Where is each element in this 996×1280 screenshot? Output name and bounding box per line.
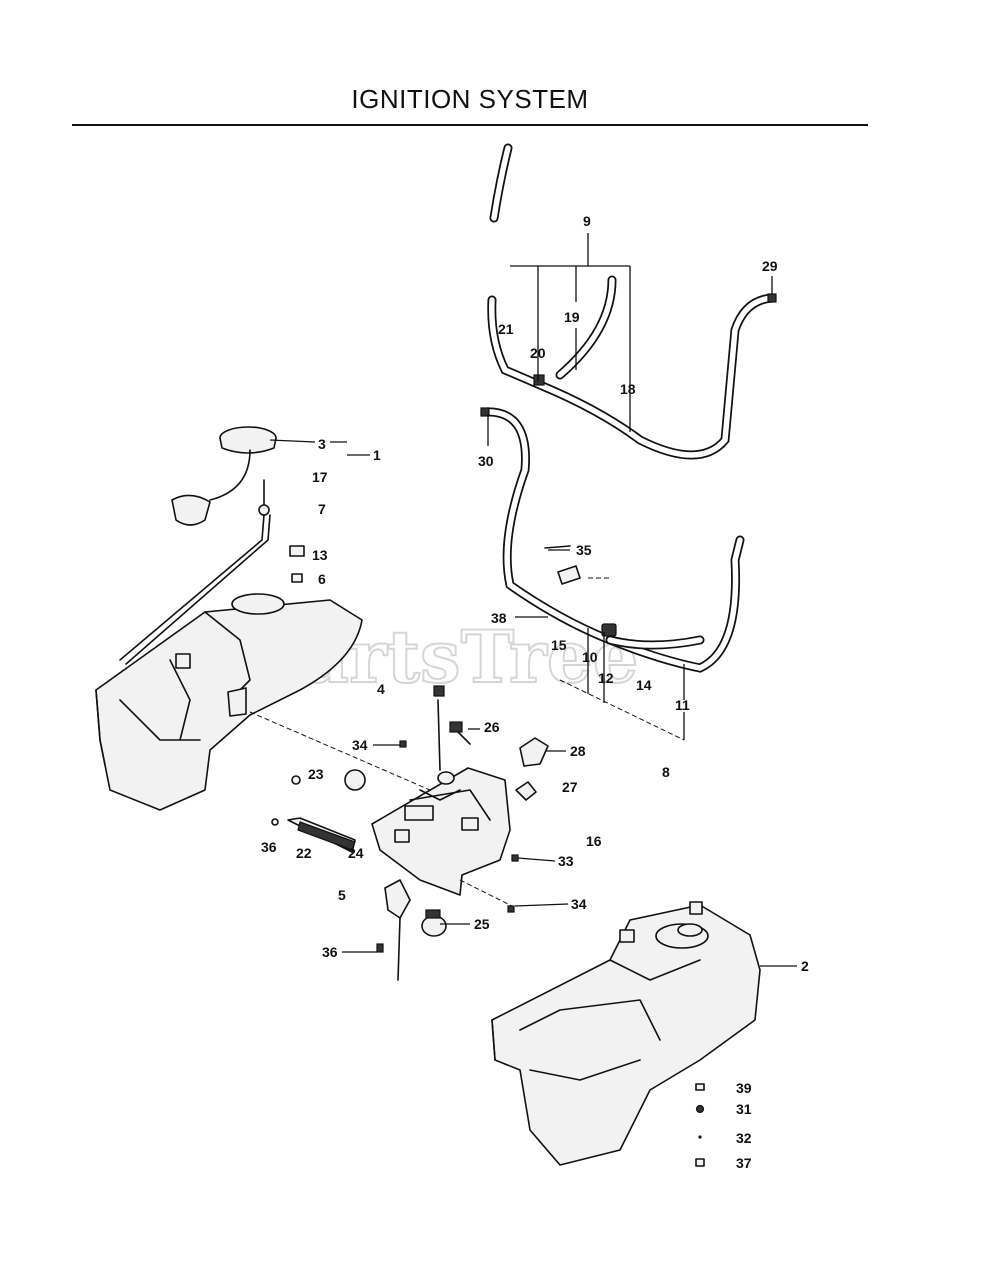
callout-22: 22 <box>296 845 312 861</box>
callout-7: 7 <box>318 501 326 517</box>
callout-37: 37 <box>736 1155 752 1171</box>
callout-36: 36 <box>261 839 277 855</box>
callout-38: 38 <box>491 610 507 626</box>
throttle-cable <box>271 769 366 853</box>
callout-39: 39 <box>736 1080 752 1096</box>
callout-20: 20 <box>530 345 546 361</box>
callout-27: 27 <box>562 779 578 795</box>
callout-1: 1 <box>373 447 381 463</box>
callout-19: 19 <box>564 309 580 325</box>
callout-28: 28 <box>570 743 586 759</box>
callout-labels: 1 2 3 4 5 6 7 8 9 10 11 12 13 14 15 16 1… <box>261 213 809 1171</box>
fuel-cap <box>171 426 277 526</box>
callout-33: 33 <box>558 853 574 869</box>
callout-32: 32 <box>736 1130 752 1146</box>
callout-30: 30 <box>478 453 494 469</box>
callout-8: 8 <box>662 764 670 780</box>
callout-34b: 34 <box>571 896 587 912</box>
callout-17: 17 <box>312 469 328 485</box>
callout-16: 16 <box>586 833 602 849</box>
callout-26: 26 <box>484 719 500 735</box>
fuel-hose-assembly <box>480 143 777 673</box>
callout-10: 10 <box>582 649 598 665</box>
fuel-line-left <box>119 479 305 665</box>
callout-11: 11 <box>675 697 690 713</box>
callout-24: 24 <box>348 845 364 861</box>
callout-21: 21 <box>498 321 514 337</box>
callout-23: 23 <box>308 766 324 782</box>
switch-parts <box>376 685 549 981</box>
callout-12: 12 <box>598 670 614 686</box>
fuel-tank-left <box>95 593 363 811</box>
callout-3: 3 <box>318 436 326 452</box>
callout-15: 15 <box>551 637 567 653</box>
callout-36b: 36 <box>322 944 338 960</box>
callout-13: 13 <box>312 547 328 563</box>
page-title: IGNITION SYSTEM <box>351 84 589 114</box>
ignition-panel <box>371 767 511 896</box>
callout-5: 5 <box>338 887 346 903</box>
callout-18: 18 <box>620 381 636 397</box>
callout-35: 35 <box>576 542 592 558</box>
callout-29: 29 <box>762 258 778 274</box>
hardware-legend <box>695 1083 705 1167</box>
callout-31: 31 <box>736 1101 752 1117</box>
callout-9: 9 <box>583 213 591 229</box>
callout-2: 2 <box>801 958 809 974</box>
callout-25: 25 <box>474 916 490 932</box>
callout-4: 4 <box>377 681 385 697</box>
callout-14: 14 <box>636 677 652 693</box>
title-rule <box>72 124 868 126</box>
leader-lines <box>249 233 797 967</box>
fuel-tank-right <box>491 901 761 1166</box>
callout-34: 34 <box>352 737 368 753</box>
callout-6: 6 <box>318 571 326 587</box>
